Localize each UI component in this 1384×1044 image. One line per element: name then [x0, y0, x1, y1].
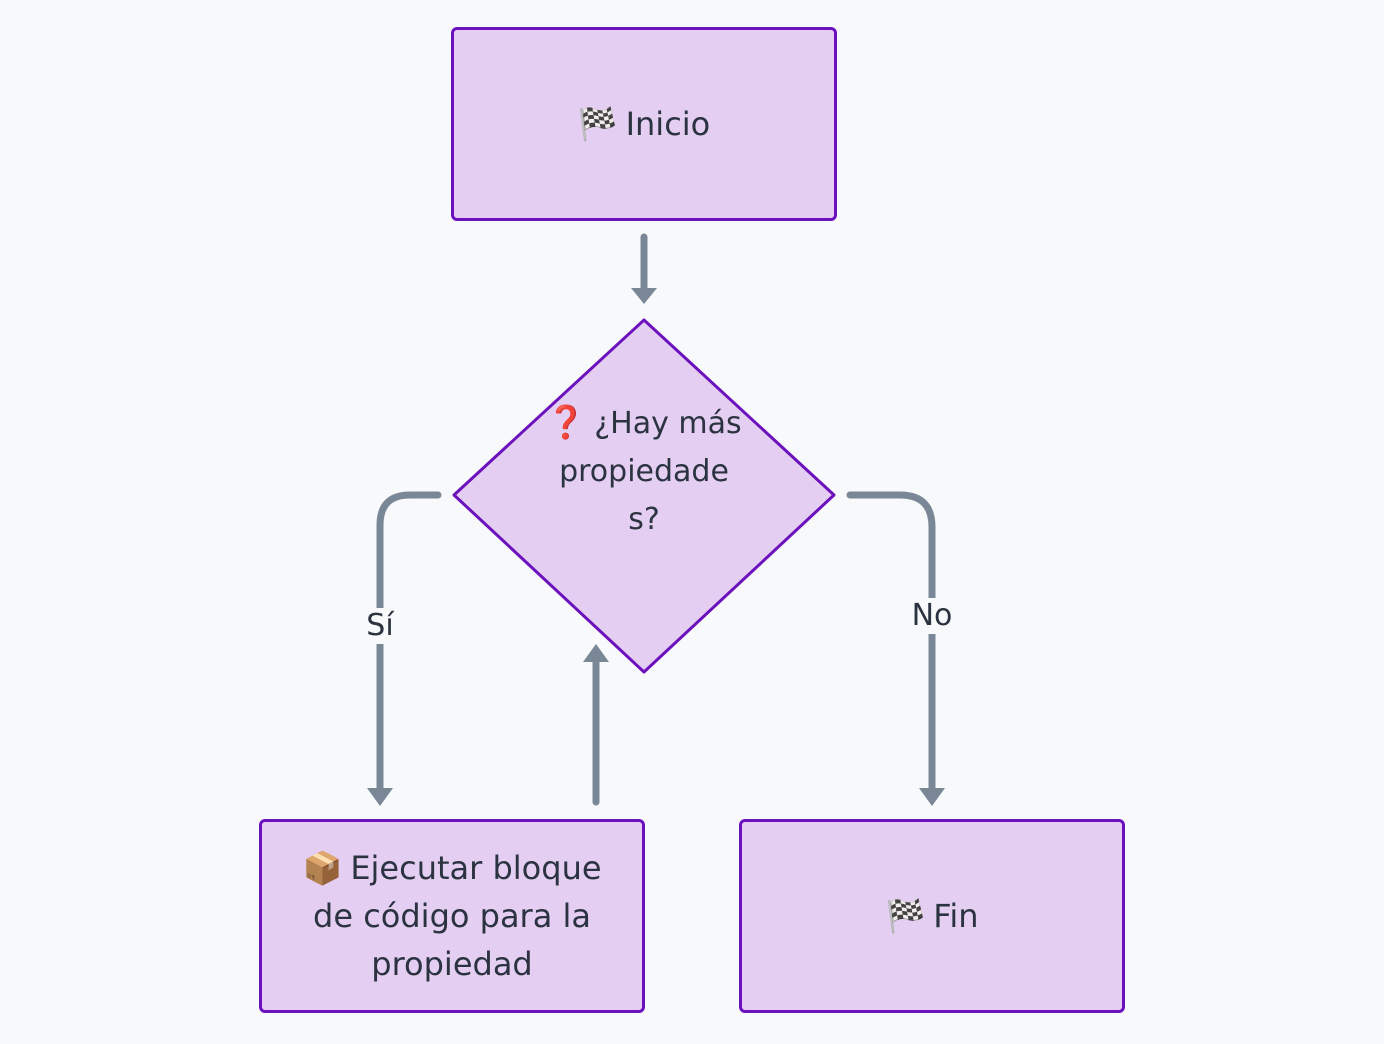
checkered-flag-icon: 🏁	[885, 897, 926, 935]
process-node-label: Ejecutar bloque de código para la propie…	[313, 849, 602, 983]
arrowhead-process-to-decision	[583, 644, 609, 662]
process-node: 📦Ejecutar bloque de código para la propi…	[259, 819, 645, 1013]
start-node-label: Inicio	[625, 105, 711, 143]
start-node: 🏁Inicio	[451, 27, 837, 221]
decision-node-text: ❓¿Hay más propiedades?	[544, 398, 744, 544]
start-node-text: 🏁Inicio	[558, 100, 731, 148]
arrowhead-decision-to-end	[919, 788, 945, 806]
arrowhead-start-to-decision	[631, 288, 657, 304]
edge-label-no: No	[904, 598, 960, 634]
edge-decision-to-end	[846, 491, 936, 794]
question-mark-icon: ❓	[546, 403, 587, 441]
package-icon: 📦	[302, 849, 343, 887]
end-node-text: 🏁Fin	[865, 892, 998, 940]
edge-label-yes: Sí	[356, 608, 404, 644]
checkered-flag-icon: 🏁	[577, 105, 618, 143]
end-node: 🏁Fin	[739, 819, 1125, 1013]
arrowhead-decision-to-process	[367, 788, 393, 806]
end-node-label: Fin	[933, 897, 979, 935]
process-node-text: 📦Ejecutar bloque de código para la propi…	[262, 844, 642, 988]
edge-decision-to-process	[376, 491, 442, 794]
decision-node-label: ¿Hay más propiedades?	[559, 406, 742, 537]
decision-diamond	[452, 318, 836, 674]
